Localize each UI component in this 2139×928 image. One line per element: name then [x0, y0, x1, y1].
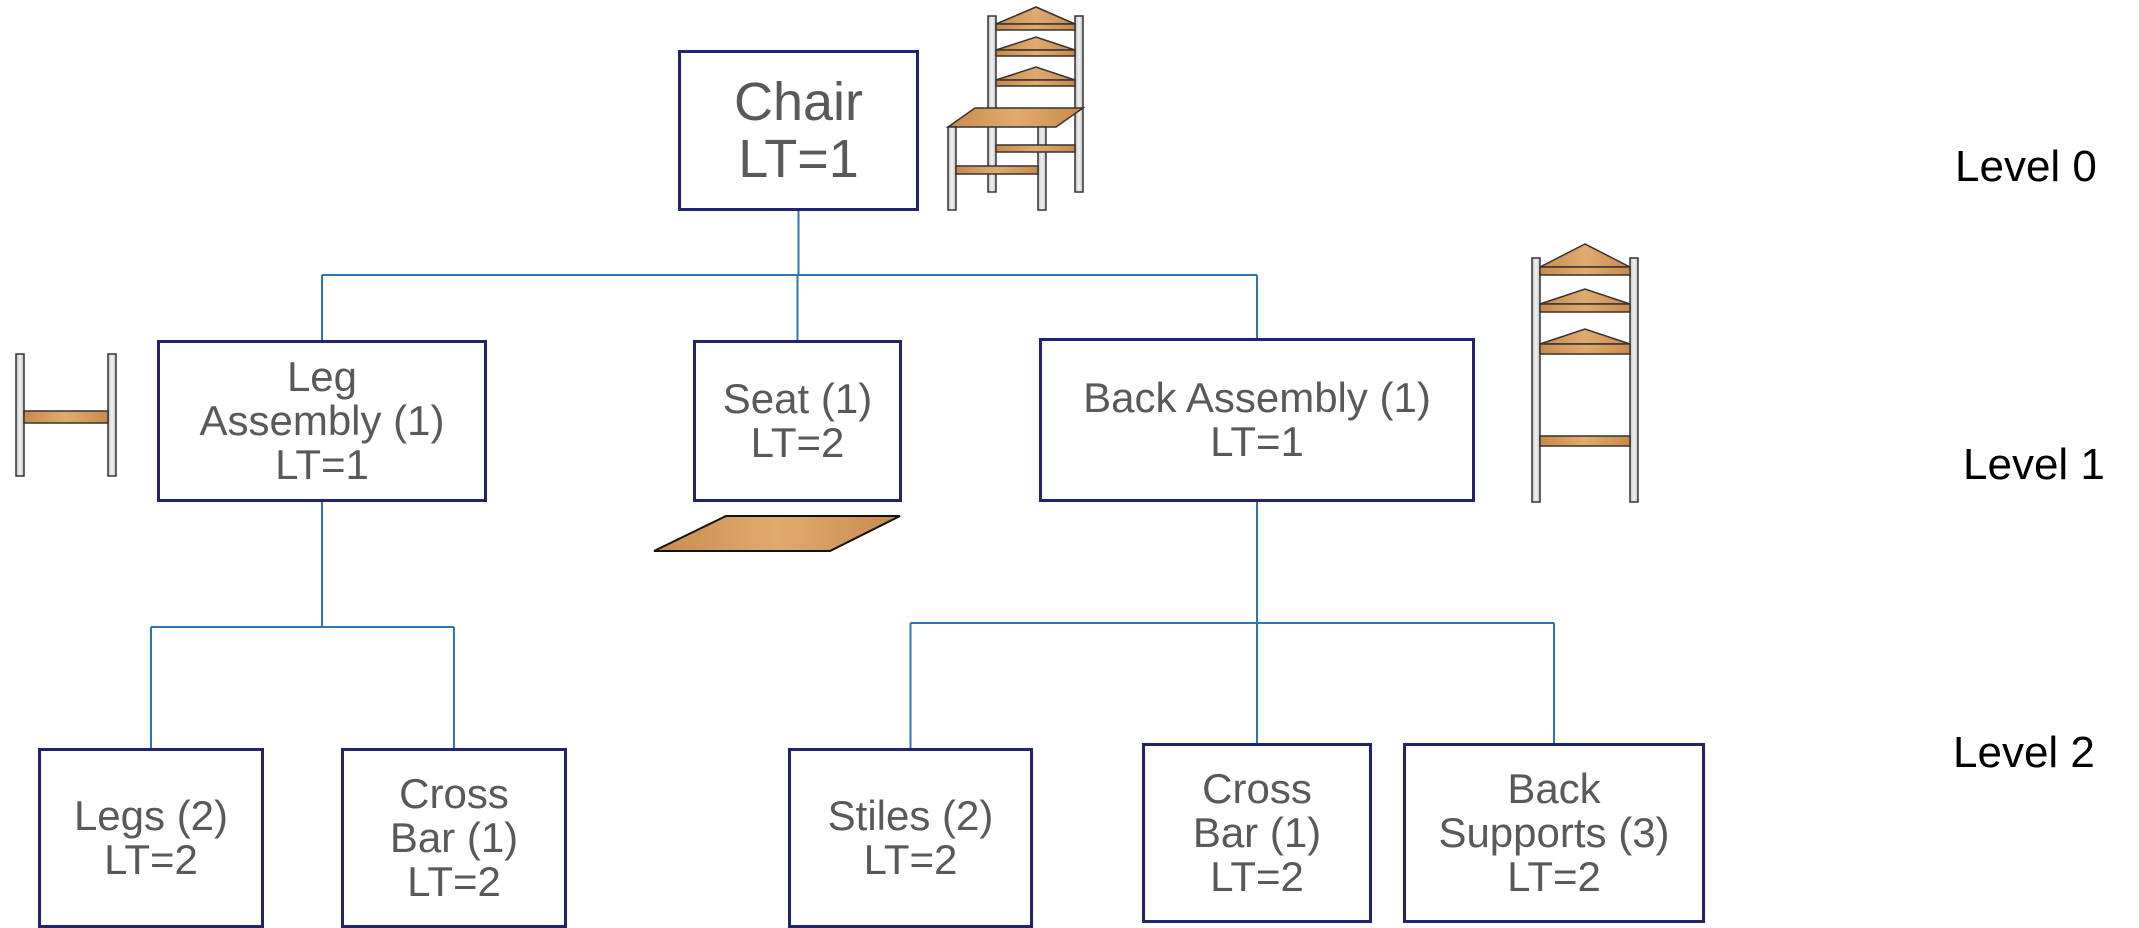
back-assembly-illustration [1532, 244, 1638, 502]
node-text-line: Back Assembly (1) [1083, 376, 1431, 420]
node-text-line: Supports (3) [1438, 811, 1669, 855]
node-text-line: LT=1 [1210, 420, 1304, 464]
node-text-line: Bar (1) [390, 816, 518, 860]
node-text-line: LT=2 [751, 421, 845, 465]
node-text-line: LT=2 [407, 860, 501, 904]
node-text-line: Leg [287, 355, 357, 399]
node-text-line: LT=1 [738, 131, 859, 188]
node-text-line: Back [1507, 767, 1600, 811]
node-text-line: Assembly (1) [199, 399, 444, 443]
level-2-label: Level 2 [1953, 728, 2095, 778]
node-text-line: Stiles (2) [828, 794, 994, 838]
node-text-line: Cross [399, 772, 509, 816]
node-text-line: Legs (2) [74, 794, 228, 838]
node-text-line: LT=2 [1507, 855, 1601, 899]
seat-illustration [654, 516, 900, 551]
node-seat: Seat (1)LT=2 [693, 340, 902, 502]
node-text-line: Bar (1) [1193, 811, 1321, 855]
leg-assembly-illustration [16, 354, 116, 476]
level-1-label: Level 1 [1963, 440, 2105, 490]
node-text-line: Chair [734, 74, 863, 131]
node-text-line: LT=2 [1210, 855, 1304, 899]
node-text-line: LT=1 [275, 443, 369, 487]
node-back-assembly: Back Assembly (1)LT=1 [1039, 338, 1475, 502]
chair-illustration [948, 7, 1083, 210]
node-text-line: LT=2 [104, 838, 198, 882]
node-stiles: Stiles (2)LT=2 [788, 748, 1033, 928]
level-0-label: Level 0 [1955, 142, 2097, 192]
node-text-line: Seat (1) [723, 377, 872, 421]
node-legs: Legs (2)LT=2 [38, 748, 264, 928]
node-text-line: LT=2 [864, 838, 958, 882]
node-text-line: Cross [1202, 767, 1312, 811]
